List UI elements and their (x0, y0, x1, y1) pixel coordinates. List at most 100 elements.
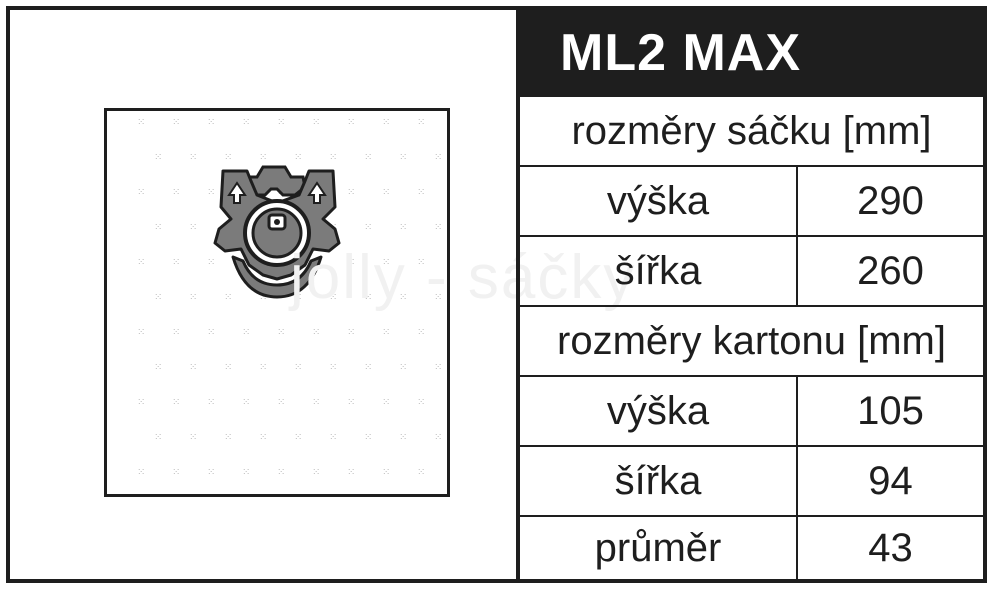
row-label: výška (520, 167, 798, 235)
pattern-dot: ⁙ (312, 467, 320, 478)
pattern-dot: ⁙ (382, 467, 390, 478)
row-label: průměr (520, 517, 798, 579)
pattern-dot: ⁙ (417, 187, 425, 198)
pattern-dot: ⁙ (154, 222, 162, 233)
bag-collar-icon (213, 165, 341, 299)
pattern-dot: ⁙ (224, 432, 232, 443)
pattern-dot: ⁙ (137, 257, 145, 268)
pattern-dot: ⁙ (242, 467, 250, 478)
row-value: 43 (868, 525, 913, 570)
row-value: 290 (857, 178, 924, 223)
pattern-dot: ⁙ (329, 292, 337, 303)
table-row: výška 290 (520, 165, 983, 235)
pattern-dot: ⁙ (294, 432, 302, 443)
pattern-dot: ⁙ (207, 397, 215, 408)
row-label: výška (520, 377, 798, 445)
pattern-dot: ⁙ (189, 152, 197, 163)
panel-divider (516, 10, 520, 579)
pattern-dot: ⁙ (207, 187, 215, 198)
row-label: šířka (520, 237, 798, 305)
product-title: ML2 MAX (560, 23, 801, 82)
pattern-dot: ⁙ (172, 467, 180, 478)
pattern-dot: ⁙ (259, 152, 267, 163)
pattern-dot: ⁙ (434, 432, 442, 443)
pattern-dot: ⁙ (382, 187, 390, 198)
pattern-dot: ⁙ (382, 397, 390, 408)
pattern-dot: ⁙ (417, 257, 425, 268)
pattern-dot: ⁙ (172, 257, 180, 268)
pattern-dot: ⁙ (347, 467, 355, 478)
section-header: rozměry kartonu [mm] (557, 318, 946, 363)
pattern-dot: ⁙ (259, 292, 267, 303)
arrow-up-icon (307, 181, 327, 204)
pattern-dot: ⁙ (434, 152, 442, 163)
pattern-dot: ⁙ (417, 327, 425, 338)
row-value: 105 (857, 388, 924, 433)
pattern-dot: ⁙ (364, 292, 372, 303)
pattern-dot: ⁙ (154, 292, 162, 303)
pattern-dot: ⁙ (329, 432, 337, 443)
pattern-dot: ⁙ (399, 432, 407, 443)
pattern-dot: ⁙ (294, 152, 302, 163)
pattern-dot: ⁙ (154, 432, 162, 443)
pattern-dot: ⁙ (382, 257, 390, 268)
pattern-dot: ⁙ (434, 362, 442, 373)
pattern-dot: ⁙ (347, 187, 355, 198)
pattern-dot: ⁙ (364, 432, 372, 443)
pattern-dot: ⁙ (259, 432, 267, 443)
pattern-dot: ⁙ (329, 362, 337, 373)
row-value: 260 (857, 248, 924, 293)
pattern-dot: ⁙ (172, 117, 180, 128)
pattern-dot: ⁙ (137, 397, 145, 408)
pattern-dot: ⁙ (399, 222, 407, 233)
pattern-dot: ⁙ (277, 327, 285, 338)
pattern-dot: ⁙ (224, 292, 232, 303)
table-row: šířka 94 (520, 445, 983, 515)
pattern-dot: ⁙ (154, 152, 162, 163)
pattern-dot: ⁙ (259, 362, 267, 373)
pattern-dot: ⁙ (382, 117, 390, 128)
row-label: šířka (520, 447, 798, 515)
table-row: výška 105 (520, 375, 983, 445)
pattern-dot: ⁙ (347, 117, 355, 128)
pattern-dot: ⁙ (242, 327, 250, 338)
pattern-dot: ⁙ (207, 327, 215, 338)
pattern-dot: ⁙ (207, 257, 215, 268)
pattern-dot: ⁙ (399, 362, 407, 373)
pattern-dot: ⁙ (172, 397, 180, 408)
pattern-dot: ⁙ (294, 362, 302, 373)
pattern-dot: ⁙ (172, 187, 180, 198)
pattern-dot: ⁙ (347, 397, 355, 408)
arrow-up-icon (227, 181, 247, 204)
pattern-dot: ⁙ (364, 362, 372, 373)
pattern-dot: ⁙ (399, 292, 407, 303)
pattern-dot: ⁙ (189, 432, 197, 443)
pattern-dot: ⁙ (277, 467, 285, 478)
pattern-dot: ⁙ (154, 362, 162, 373)
pattern-dot: ⁙ (417, 117, 425, 128)
title-bar: ML2 MAX (520, 10, 983, 95)
pattern-dot: ⁙ (242, 117, 250, 128)
dot-pattern: ⁙ ⁙ ⁙ ⁙ ⁙ ⁙ ⁙ ⁙ ⁙ ⁙ ⁙ ⁙ ⁙ ⁙ ⁙ ⁙ ⁙ ⁙ ⁙ ⁙ ⁙ ⁙ ⁙ ⁙ ⁙ ⁙ ⁙ ⁙ ⁙ ⁙ ⁙ ⁙ ⁙ ⁙ ⁙ ⁙ ⁙ ⁙ ⁙ ⁙… (137, 117, 442, 478)
pattern-dot: ⁙ (417, 397, 425, 408)
pattern-dot: ⁙ (434, 222, 442, 233)
section-header: rozměry sáčku [mm] (571, 108, 932, 153)
pattern-dot: ⁙ (329, 152, 337, 163)
pattern-dot: ⁙ (189, 292, 197, 303)
pattern-dot: ⁙ (277, 397, 285, 408)
pattern-dot: ⁙ (207, 467, 215, 478)
product-spec-sheet: ⁙ ⁙ ⁙ ⁙ ⁙ ⁙ ⁙ ⁙ ⁙ ⁙ ⁙ ⁙ ⁙ ⁙ ⁙ ⁙ ⁙ ⁙ ⁙ ⁙ ⁙ ⁙ ⁙ ⁙ ⁙ ⁙ ⁙ ⁙ ⁙ ⁙ ⁙ ⁙ ⁙ ⁙ ⁙ ⁙ ⁙ ⁙ ⁙ ⁙… (6, 6, 987, 583)
pattern-dot: ⁙ (137, 467, 145, 478)
dust-bag-illustration: ⁙ ⁙ ⁙ ⁙ ⁙ ⁙ ⁙ ⁙ ⁙ ⁙ ⁙ ⁙ ⁙ ⁙ ⁙ ⁙ ⁙ ⁙ ⁙ ⁙ ⁙ ⁙ ⁙ ⁙ ⁙ ⁙ ⁙ ⁙ ⁙ ⁙ ⁙ ⁙ ⁙ ⁙ ⁙ ⁙ ⁙ ⁙ ⁙ ⁙… (104, 108, 450, 497)
pattern-dot: ⁙ (434, 292, 442, 303)
pattern-dot: ⁙ (189, 222, 197, 233)
spec-table: ML2 MAX rozměry sáčku [mm] výška 290 šíř… (520, 10, 983, 579)
bag-illustration-panel: ⁙ ⁙ ⁙ ⁙ ⁙ ⁙ ⁙ ⁙ ⁙ ⁙ ⁙ ⁙ ⁙ ⁙ ⁙ ⁙ ⁙ ⁙ ⁙ ⁙ ⁙ ⁙ ⁙ ⁙ ⁙ ⁙ ⁙ ⁙ ⁙ ⁙ ⁙ ⁙ ⁙ ⁙ ⁙ ⁙ ⁙ ⁙ ⁙ ⁙… (10, 10, 516, 579)
pattern-dot: ⁙ (224, 152, 232, 163)
pattern-dot: ⁙ (347, 257, 355, 268)
pattern-dot: ⁙ (347, 327, 355, 338)
pattern-dot: ⁙ (224, 362, 232, 373)
carton-dimensions-header: rozměry kartonu [mm] (520, 305, 983, 375)
pattern-dot: ⁙ (417, 467, 425, 478)
pattern-dot: ⁙ (382, 327, 390, 338)
